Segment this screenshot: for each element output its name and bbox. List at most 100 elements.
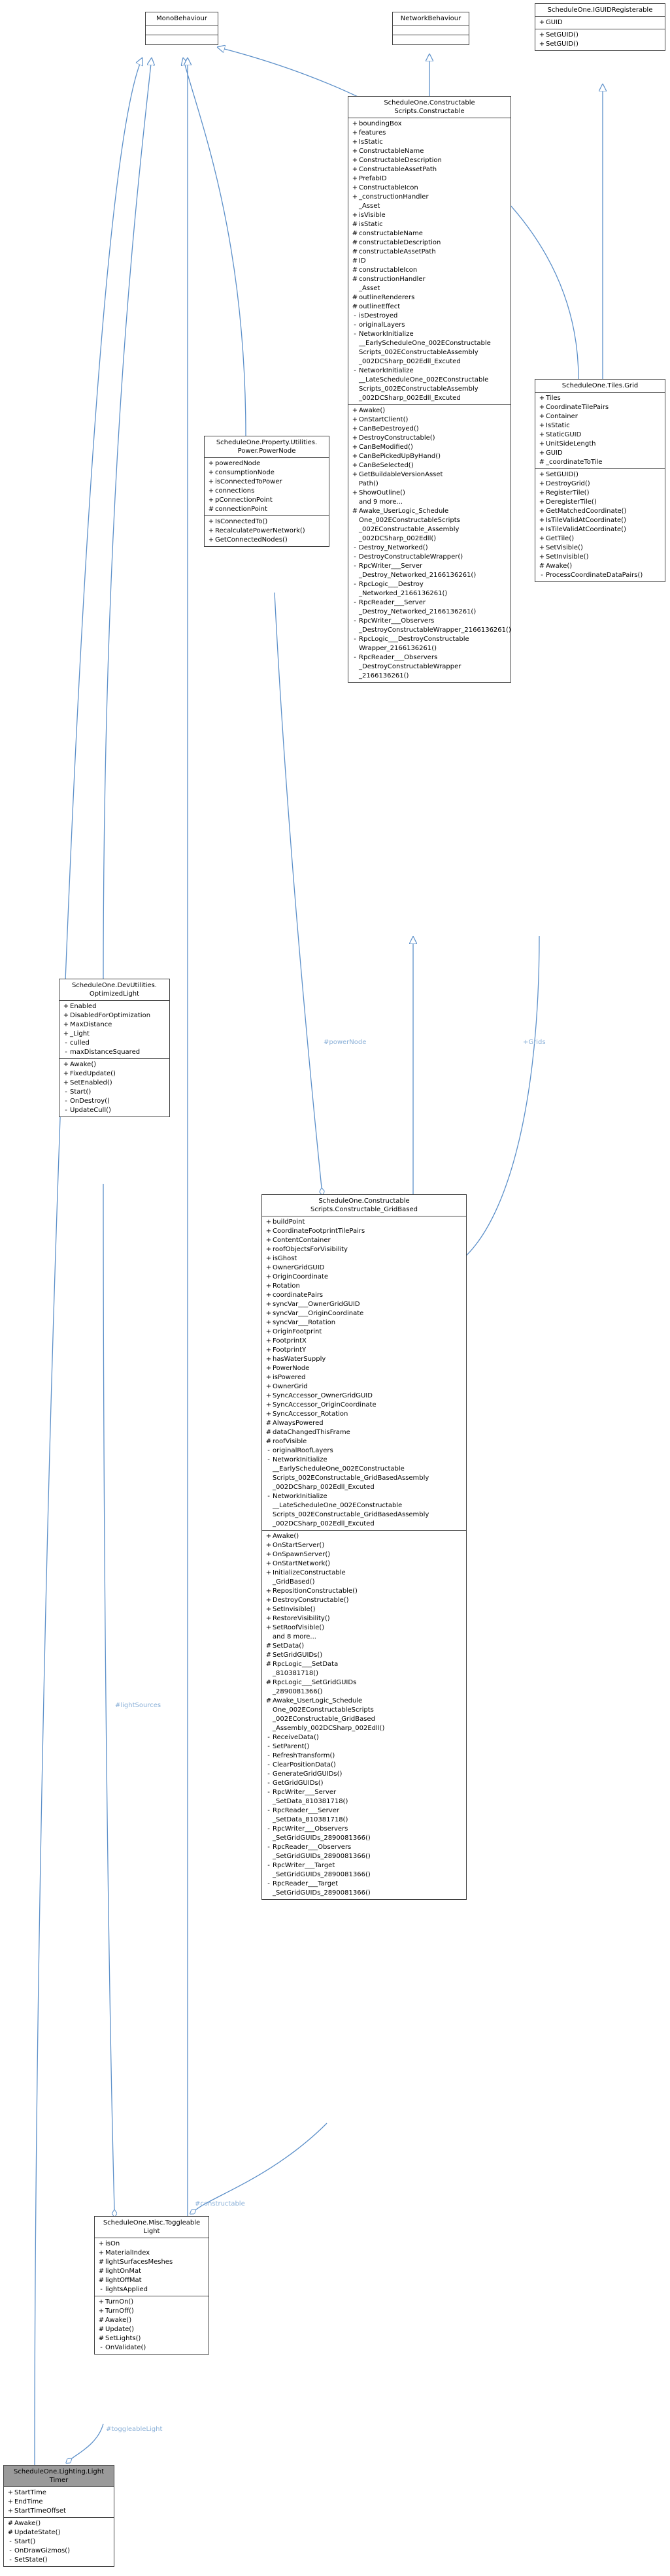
class-toggleablelight[interactable]: ScheduleOne.Misc.Toggleable Light+isOn+M… — [94, 2216, 209, 2355]
attribute-row[interactable]: +Rotation — [262, 1282, 466, 1291]
operation-row[interactable]: -SetParent() — [262, 1742, 466, 1752]
attribute-row[interactable]: #lightOffMat — [95, 2276, 209, 2285]
attribute-row[interactable]: +SyncAccessor_Rotation — [262, 1410, 466, 1419]
operation-row[interactable]: +GetConnectedNodes() — [205, 536, 329, 545]
attribute-row[interactable]: +roofObjectsForVisibility — [262, 1245, 466, 1254]
attribute-row[interactable]: +Enabled — [59, 1002, 169, 1011]
operation-row[interactable]: -DestroyConstructableWrapper() — [348, 553, 511, 562]
attribute-row[interactable]: -maxDistanceSquared — [59, 1048, 169, 1057]
attribute-row[interactable]: +ConstructableDescription — [348, 156, 511, 165]
operation-row[interactable]: #Awake() — [95, 2316, 209, 2325]
attribute-row[interactable]: +OriginCoordinate — [262, 1273, 466, 1282]
attribute-row[interactable]: -culled — [59, 1039, 169, 1048]
attribute-row[interactable]: +GUID — [535, 18, 665, 27]
operation-row[interactable]: +OnStartServer() — [262, 1541, 466, 1550]
class-constructable-gridbased[interactable]: ScheduleOne.Constructable Scripts.Constr… — [261, 1194, 467, 1900]
attribute-row[interactable]: +hasWaterSupply — [262, 1355, 466, 1364]
operation-row[interactable]: #SetLights() — [95, 2334, 209, 2343]
operation-row[interactable]: +RecalculatePowerNetwork() — [205, 527, 329, 536]
attribute-row[interactable]: +coordinatePairs — [262, 1291, 466, 1300]
attribute-row[interactable]: -NetworkInitialize __EarlyScheduleOne_00… — [348, 330, 511, 367]
attribute-row[interactable]: #isStatic — [348, 220, 511, 229]
attribute-row[interactable]: +isConnectedToPower — [205, 478, 329, 487]
attribute-row[interactable]: #constructableName — [348, 229, 511, 238]
attribute-row[interactable]: +SyncAccessor_OwnerGridGUID — [262, 1392, 466, 1401]
attribute-row[interactable]: -originalRoofLayers — [262, 1446, 466, 1456]
operation-row[interactable]: #Awake_UserLogic_Schedule One_002EConstr… — [262, 1697, 466, 1733]
attribute-row[interactable]: +ContentContainer — [262, 1236, 466, 1245]
operation-row[interactable]: and 8 more... — [262, 1633, 466, 1642]
operation-row[interactable]: +TurnOff() — [95, 2307, 209, 2316]
operation-row[interactable]: +SetVisible() — [535, 544, 665, 553]
attribute-row[interactable]: +DisabledForOptimization — [59, 1011, 169, 1020]
attribute-row[interactable]: +consumptionNode — [205, 468, 329, 478]
operation-row[interactable]: +DeregisterTile() — [535, 498, 665, 507]
attribute-row[interactable]: +_Light — [59, 1030, 169, 1039]
attribute-row[interactable]: +MaxDistance — [59, 1020, 169, 1030]
operation-row[interactable]: +RestoreVisibility() — [262, 1614, 466, 1623]
attribute-row[interactable]: +isPowered — [262, 1373, 466, 1382]
operation-row[interactable]: -UpdateCull() — [59, 1106, 169, 1115]
operation-row[interactable]: +SetInvisible() — [262, 1605, 466, 1614]
class-powernode[interactable]: ScheduleOne.Property.Utilities. Power.Po… — [204, 436, 329, 547]
attribute-row[interactable]: +IsStatic — [535, 421, 665, 431]
attribute-row[interactable]: +SyncAccessor_OriginCoordinate — [262, 1401, 466, 1410]
attribute-row[interactable]: +Tiles — [535, 394, 665, 403]
operation-row[interactable]: +SetEnabled() — [59, 1079, 169, 1088]
operation-row[interactable]: -RpcWriter___Observers _DestroyConstruct… — [348, 617, 511, 635]
attribute-row[interactable]: +pConnectionPoint — [205, 496, 329, 505]
class-optimizedlight[interactable]: ScheduleOne.DevUtilities. OptimizedLight… — [59, 979, 170, 1117]
class-networkbehaviour[interactable]: NetworkBehaviour — [392, 12, 469, 45]
attribute-row[interactable]: #constructionHandler _Asset — [348, 275, 511, 293]
operation-row[interactable]: -GetGridGUIDs() — [262, 1779, 466, 1788]
operation-row[interactable]: +Awake() — [262, 1532, 466, 1541]
operation-row[interactable]: -RpcWriter___Target _SetGridGUIDs_289008… — [262, 1861, 466, 1880]
operation-row[interactable]: +OnStartNetwork() — [262, 1559, 466, 1569]
operation-row[interactable]: +DestroyConstructable() — [348, 434, 511, 443]
attribute-row[interactable]: +ConstructableAssetPath — [348, 165, 511, 174]
attribute-row[interactable]: +PrefabID — [348, 174, 511, 184]
operation-row[interactable]: -GenerateGridGUIDs() — [262, 1770, 466, 1779]
attribute-row[interactable]: +CoordinateTilePairs — [535, 403, 665, 412]
class-lighttimer[interactable]: ScheduleOne.Lighting.Light Timer+StartTi… — [3, 2465, 114, 2567]
operation-row[interactable]: +CanBeModified() — [348, 443, 511, 452]
operation-row[interactable]: +RegisterTile() — [535, 489, 665, 498]
operation-row[interactable]: #Awake_UserLogic_Schedule One_002EConstr… — [348, 507, 511, 544]
attribute-row[interactable]: +ConstructableIcon — [348, 184, 511, 193]
operation-row[interactable]: +SetRoofVisible() — [262, 1623, 466, 1633]
class-monobehaviour[interactable]: MonoBehaviour — [145, 12, 218, 45]
operation-row[interactable]: #Awake() — [4, 2519, 114, 2528]
operation-row[interactable]: -RpcWriter___Server _SetData_810381718() — [262, 1788, 466, 1806]
attribute-row[interactable]: +OwnerGridGUID — [262, 1264, 466, 1273]
attribute-row[interactable]: +CoordinateFootprintTilePairs — [262, 1227, 466, 1236]
operation-row[interactable]: -RpcReader___Observers _SetGridGUIDs_289… — [262, 1843, 466, 1861]
operation-row[interactable]: +IsConnectedTo() — [205, 517, 329, 527]
operation-row[interactable]: -RpcWriter___Observers _SetGridGUIDs_289… — [262, 1825, 466, 1843]
attribute-row[interactable]: +_constructionHandler _Asset — [348, 193, 511, 211]
attribute-row[interactable]: +FootprintX — [262, 1337, 466, 1346]
operation-row[interactable]: -RefreshTransform() — [262, 1752, 466, 1761]
attribute-row[interactable]: +StartTime — [4, 2488, 114, 2498]
operation-row[interactable]: +IsTileValidAtCoordinate() — [535, 516, 665, 525]
attribute-row[interactable]: #lightSurfacesMeshes — [95, 2258, 209, 2267]
attribute-row[interactable]: +PowerNode — [262, 1364, 466, 1373]
operation-row[interactable]: -OnDrawGizmos() — [4, 2547, 114, 2556]
attribute-row[interactable]: +connections — [205, 487, 329, 496]
class-constructable[interactable]: ScheduleOne.Constructable Scripts.Constr… — [348, 96, 511, 683]
operation-row[interactable]: +CanBeSelected() — [348, 461, 511, 470]
attribute-row[interactable]: +isOn — [95, 2240, 209, 2249]
attribute-row[interactable]: +syncVar___OwnerGridGUID — [262, 1300, 466, 1309]
attribute-row[interactable]: +OriginFootprint — [262, 1328, 466, 1337]
attribute-row[interactable]: #connectionPoint — [205, 505, 329, 514]
attribute-row[interactable]: +syncVar___Rotation — [262, 1318, 466, 1328]
attribute-row[interactable]: -NetworkInitialize __EarlyScheduleOne_00… — [262, 1456, 466, 1492]
attribute-row[interactable]: -isDestroyed — [348, 312, 511, 321]
operation-row[interactable]: #SetData() — [262, 1642, 466, 1651]
operation-row[interactable]: +Awake() — [59, 1060, 169, 1069]
operation-row[interactable]: -RpcReader___Server _Destroy_Networked_2… — [348, 598, 511, 617]
operation-row[interactable]: +RepositionConstructable() — [262, 1587, 466, 1596]
operation-row[interactable]: +DestroyGrid() — [535, 480, 665, 489]
attribute-row[interactable]: #lightOnMat — [95, 2267, 209, 2276]
attribute-row[interactable]: -NetworkInitialize __LateScheduleOne_002… — [262, 1492, 466, 1529]
attribute-row[interactable]: #constructableIcon — [348, 266, 511, 275]
